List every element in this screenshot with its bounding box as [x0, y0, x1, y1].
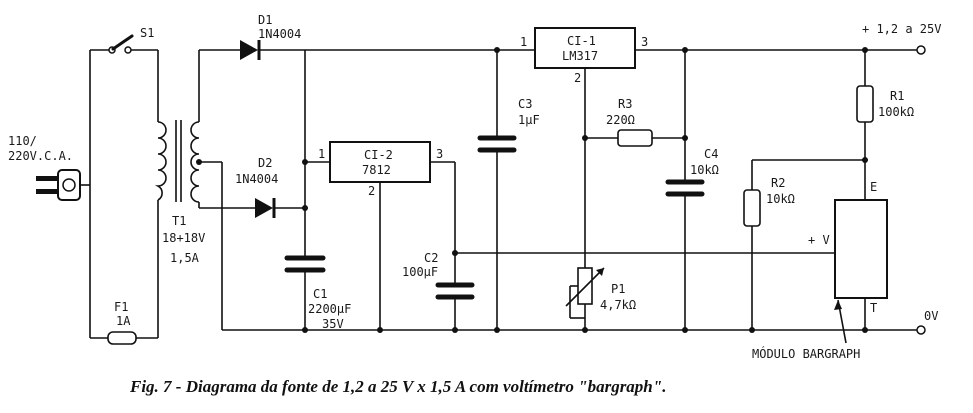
label-ci2-pin2: 2 [368, 184, 375, 198]
label-c1: C1 [313, 287, 327, 301]
label-bargraph-t: T [870, 301, 877, 315]
label-zero-volts: 0V [924, 309, 938, 323]
diode-d2 [199, 198, 305, 218]
capacitor-c1 [284, 255, 326, 330]
label-mains: 110/ [8, 134, 37, 148]
fuse-f1 [107, 331, 137, 345]
label-r3-value: 220Ω [606, 113, 635, 127]
mains-wiring [89, 49, 159, 339]
label-r3: R3 [618, 97, 632, 111]
label-ci2-pin3: 3 [436, 147, 443, 161]
label-t1-voltage: 18+18V [162, 231, 205, 245]
potentiometer-p1 [565, 267, 605, 330]
capacitor-c2 [435, 282, 475, 330]
label-c1-value: 2200µF [308, 302, 351, 316]
label-c3-value: 1µF [518, 113, 540, 127]
resistor-r1 [856, 50, 874, 200]
label-c2-value: 100µF [402, 265, 438, 279]
label-ci2-pin1: 1 [318, 147, 325, 161]
capacitor-c4 [665, 50, 705, 330]
label-d2: D2 [258, 156, 272, 170]
figure-caption: Fig. 7 - Diagrama da fonte de 1,2 a 25 V… [129, 377, 666, 396]
mains-plug-icon [36, 169, 90, 201]
regulator-ci2 [329, 141, 458, 330]
label-c2: C2 [424, 251, 438, 265]
label-d2-value: 1N4004 [235, 172, 278, 186]
resistor-r3 [585, 129, 688, 147]
label-p1: P1 [611, 282, 625, 296]
label-c4-value: 10kΩ [690, 163, 719, 177]
label-p1-value: 4,7kΩ [600, 298, 636, 312]
label-d1: D1 [258, 13, 272, 27]
label-ci2: CI-2 [364, 148, 393, 162]
label-c1-voltage: 35V [322, 317, 344, 331]
diode-d1 [199, 40, 305, 60]
label-r2-value: 10kΩ [766, 192, 795, 206]
label-ci1-pin1: 1 [520, 35, 527, 49]
label-ci1-pin3: 3 [641, 35, 648, 49]
label-ci2-value: 7812 [362, 163, 391, 177]
transformer-t1 [154, 50, 223, 330]
label-output-voltage: + 1,2 a 25V [862, 22, 941, 36]
label-ci1: CI-1 [567, 34, 596, 48]
label-t1: T1 [172, 214, 186, 228]
ground-rail [222, 325, 926, 335]
label-c4: C4 [704, 147, 718, 161]
label-r1: R1 [890, 89, 904, 103]
capacitor-c3 [477, 50, 517, 330]
label-mains-voltage: 220V.C.A. [8, 149, 73, 163]
regulator-ci1 [534, 27, 926, 268]
label-ci1-pin2: 2 [574, 71, 581, 85]
bargraph-module [834, 199, 888, 344]
switch-s1 [108, 34, 134, 54]
label-r2: R2 [771, 176, 785, 190]
label-bargraph-e: E [870, 180, 877, 194]
label-r1-value: 100kΩ [878, 105, 914, 119]
label-s1: S1 [140, 26, 154, 40]
label-f1-value: 1A [116, 314, 131, 328]
resistor-r2 [743, 159, 865, 330]
label-t1-current: 1,5A [170, 251, 200, 265]
label-c3: C3 [518, 97, 532, 111]
label-d1-value: 1N4004 [258, 27, 301, 41]
label-bargraph-module: MÓDULO BARGRAPH [752, 346, 860, 361]
label-ci1-value: LM317 [562, 49, 598, 63]
label-f1: F1 [114, 300, 128, 314]
label-bargraph-v: + V [808, 233, 830, 247]
